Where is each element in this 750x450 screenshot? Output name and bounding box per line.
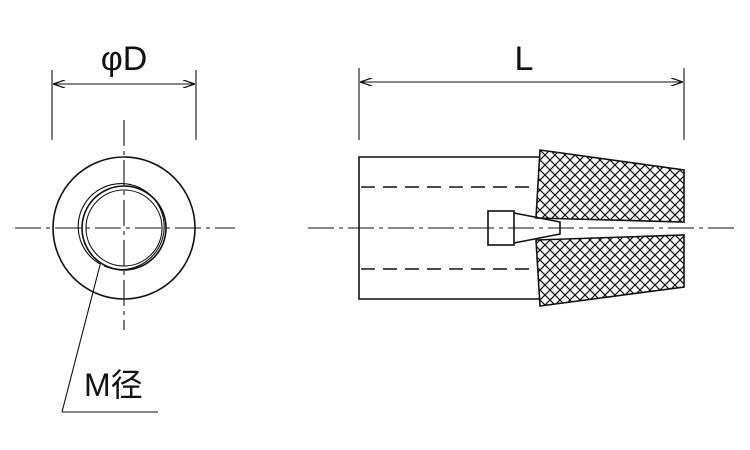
thread-minor-circle: [85, 189, 163, 267]
thread-label: M径: [84, 367, 143, 403]
outer-diameter-circle: [52, 156, 196, 300]
length-label: L: [515, 40, 534, 78]
leader-line: [61, 264, 101, 413]
thread-leader: M径: [61, 264, 158, 413]
knurled-section-bottom: [535, 234, 685, 307]
diameter-dimension: φD: [51, 40, 197, 140]
side-view: L: [308, 40, 738, 307]
end-view: φD M径: [15, 40, 235, 413]
knurled-section-top: [535, 149, 685, 223]
diameter-label: φD: [101, 40, 148, 78]
length-dimension: L: [358, 40, 685, 140]
thread-root-arc: [77, 183, 165, 271]
